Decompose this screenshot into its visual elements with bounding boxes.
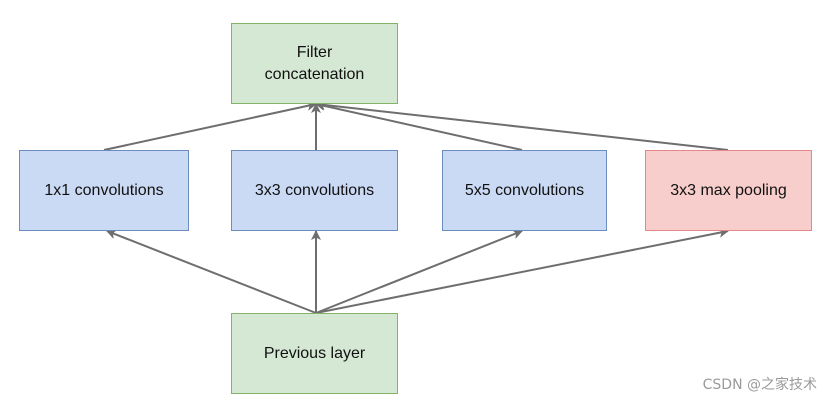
conv-1x1-node: 1x1 convolutions bbox=[19, 150, 189, 231]
edge-maxpool-to-filter_concat bbox=[315, 100, 729, 151]
watermark: CSDN @之家技术 bbox=[702, 377, 817, 393]
conv-5x5-node: 5x5 convolutions bbox=[442, 150, 607, 231]
edge-previous-to-conv1x1 bbox=[106, 229, 317, 314]
conv-5x5-label: 5x5 convolutions bbox=[464, 181, 585, 199]
previous-layer-label: Previous layer bbox=[263, 344, 366, 362]
conv-1x1-label: 1x1 convolutions bbox=[44, 181, 164, 199]
edge-conv5x5-to-filter_concat bbox=[315, 101, 523, 151]
filter-concatenation-label-line2: concatenation bbox=[264, 65, 365, 83]
edge-previous-to-maxpool bbox=[315, 227, 729, 314]
max-pooling-label: 3x3 max pooling bbox=[670, 181, 787, 199]
edge-previous-to-conv5x5 bbox=[315, 229, 523, 314]
max-pooling-node: 3x3 max pooling bbox=[645, 150, 812, 231]
conv-3x3-label: 3x3 convolutions bbox=[254, 181, 375, 199]
filter-concatenation-label-line1: Filter bbox=[296, 43, 333, 61]
conv-3x3-node: 3x3 convolutions bbox=[231, 150, 398, 231]
previous-layer-node: Previous layer bbox=[231, 313, 398, 394]
filter-concatenation-node: Filter concatenation bbox=[231, 23, 398, 104]
edge-conv1x1-to-filter_concat bbox=[103, 101, 317, 151]
